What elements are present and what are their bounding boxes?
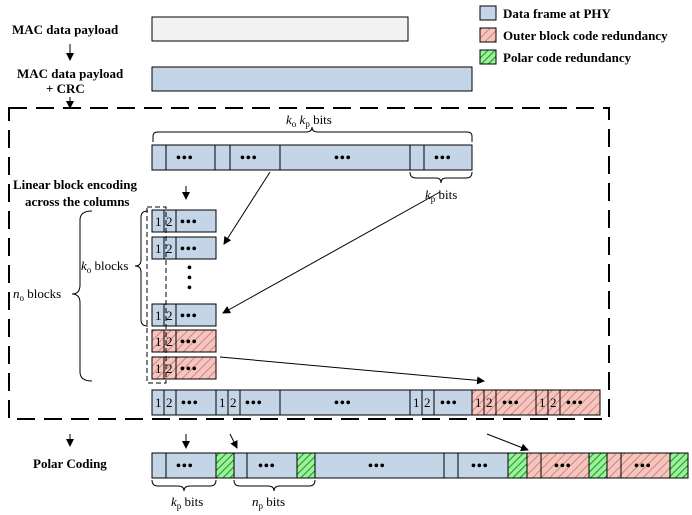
svg-text:•••: ••• <box>434 151 452 166</box>
svg-text:2: 2 <box>230 395 237 410</box>
ko-kp-bits-label: ko kp bits <box>286 112 332 129</box>
svg-text:•••: ••• <box>176 151 194 166</box>
svg-text:•••: ••• <box>471 459 489 474</box>
no-blocks-brace <box>71 210 93 382</box>
mac-crc-label-line1: MAC data payload <box>17 66 124 81</box>
svg-text:1: 1 <box>155 395 162 410</box>
legend-label-polar: Polar code redundancy <box>503 50 632 65</box>
arrow-segment2-to-block2 <box>223 171 271 245</box>
legend-swatch-polar <box>479 49 497 65</box>
svg-text:•••: ••• <box>334 396 352 411</box>
legend-swatch-phy <box>479 5 497 21</box>
legend-swatch-outer <box>479 27 497 43</box>
svg-text:1: 1 <box>413 395 420 410</box>
svg-text:•••: ••• <box>334 151 352 166</box>
kp-brace-bottom <box>151 479 217 492</box>
legend: Data frame at PHY Outer block code redun… <box>479 5 668 65</box>
svg-text:1: 1 <box>155 214 162 229</box>
svg-text:•: • <box>187 261 193 276</box>
ko-blocks-brace <box>134 210 149 327</box>
svg-text:•••: ••• <box>368 459 386 474</box>
arrow-polar-2 <box>229 433 238 449</box>
arrow-segmentk-to-blockko <box>222 191 441 314</box>
svg-text:•••: ••• <box>634 459 652 474</box>
svg-text:•••: ••• <box>502 396 520 411</box>
arrow-redundancy-to-bar <box>219 356 485 385</box>
svg-text:•••: ••• <box>566 396 584 411</box>
block-column: 1 2 ••• 1 2 ••• • • • 1 2 ••• 1 2 ••• 1 … <box>146 206 217 384</box>
mac-payload-label: MAC data payload <box>12 22 119 37</box>
kp-bits-label-bottom: kp bits <box>171 494 203 511</box>
svg-text:•••: ••• <box>258 459 276 474</box>
legend-label-outer: Outer block code redundancy <box>503 28 668 43</box>
svg-text:•••: ••• <box>554 459 572 474</box>
ko-kp-brace <box>152 126 473 142</box>
svg-text:•••: ••• <box>176 459 194 474</box>
svg-text:•: • <box>187 281 193 296</box>
mac-crc-bar <box>151 66 473 92</box>
svg-text:2: 2 <box>486 395 493 410</box>
encoding-frame <box>8 107 610 420</box>
svg-text:•••: ••• <box>245 396 263 411</box>
svg-text:•••: ••• <box>181 396 199 411</box>
svg-text:2: 2 <box>166 214 173 229</box>
svg-text:•••: ••• <box>240 151 258 166</box>
svg-text:•••: ••• <box>180 215 198 230</box>
row-bar: ••• ••• ••• ••• <box>151 144 473 171</box>
arrow-polar-3 <box>486 433 529 452</box>
svg-text:1: 1 <box>475 395 482 410</box>
polar-bar: ••• ••• ••• ••• ••• ••• <box>151 452 689 479</box>
svg-text:•••: ••• <box>180 242 198 257</box>
kp-bits-label-top: kp bits <box>425 187 457 204</box>
svg-text:•••: ••• <box>180 309 198 324</box>
column-highlight <box>146 206 167 384</box>
svg-text:2: 2 <box>166 361 173 376</box>
svg-text:1: 1 <box>155 361 162 376</box>
svg-text:1: 1 <box>155 308 162 323</box>
kp-brace-top <box>409 171 473 184</box>
linear-encoding-label-line2: across the columns <box>25 194 129 209</box>
no-blocks-label: no blocks <box>13 286 61 303</box>
svg-text:2: 2 <box>166 308 173 323</box>
svg-text:2: 2 <box>166 395 173 410</box>
svg-text:1: 1 <box>539 395 546 410</box>
svg-text:•••: ••• <box>440 396 458 411</box>
svg-text:•••: ••• <box>180 362 198 377</box>
svg-text:1: 1 <box>155 241 162 256</box>
np-brace <box>233 479 316 492</box>
linear-encoding-label-line1: Linear block encoding <box>13 177 138 192</box>
svg-text:•: • <box>187 271 193 286</box>
np-bits-label: np bits <box>252 494 285 511</box>
svg-text:1: 1 <box>219 395 226 410</box>
svg-text:2: 2 <box>166 334 173 349</box>
ko-blocks-label: ko blocks <box>81 258 128 275</box>
svg-text:2: 2 <box>166 241 173 256</box>
polar-coding-label: Polar Coding <box>33 456 107 471</box>
svg-text:2: 2 <box>550 395 557 410</box>
svg-text:2: 2 <box>424 395 431 410</box>
svg-text:•••: ••• <box>180 335 198 350</box>
mac-crc-label-line2: + CRC <box>46 81 85 96</box>
svg-text:1: 1 <box>155 334 162 349</box>
legend-label-phy: Data frame at PHY <box>503 6 612 21</box>
encoded-bar: 1 2 ••• 1 2 ••• ••• 1 2 ••• 1 2 ••• 1 2 … <box>151 389 601 416</box>
mac-payload-bar <box>151 16 409 42</box>
